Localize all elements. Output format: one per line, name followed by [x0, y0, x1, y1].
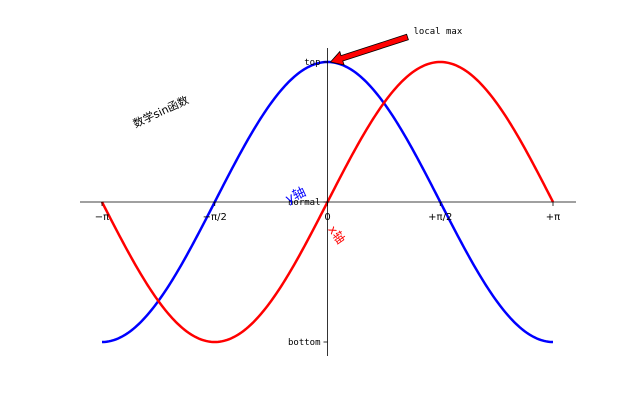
x-ticks-group: −π −π/2 0 +π/2 +π — [95, 202, 560, 223]
y-tick-label: bottom — [288, 338, 321, 348]
y-tick-label: normal — [288, 198, 321, 208]
y-tick-label: top — [304, 58, 320, 68]
axes-group — [80, 48, 576, 356]
annotation-arrow — [329, 33, 409, 66]
y-ticks-group: bottom normal top — [288, 58, 328, 348]
x-tick-label: −π/2 — [203, 212, 227, 223]
annotation-x-axis-label: x轴 — [325, 222, 348, 246]
annotation-sin-function-label: 数学sin函数 — [131, 93, 191, 131]
x-tick-label: +π — [546, 212, 560, 223]
x-tick-label: −π — [95, 212, 109, 223]
x-tick-label: +π/2 — [428, 212, 452, 223]
annotation-local-max: local max — [414, 27, 463, 37]
x-tick-label: 0 — [324, 212, 330, 223]
